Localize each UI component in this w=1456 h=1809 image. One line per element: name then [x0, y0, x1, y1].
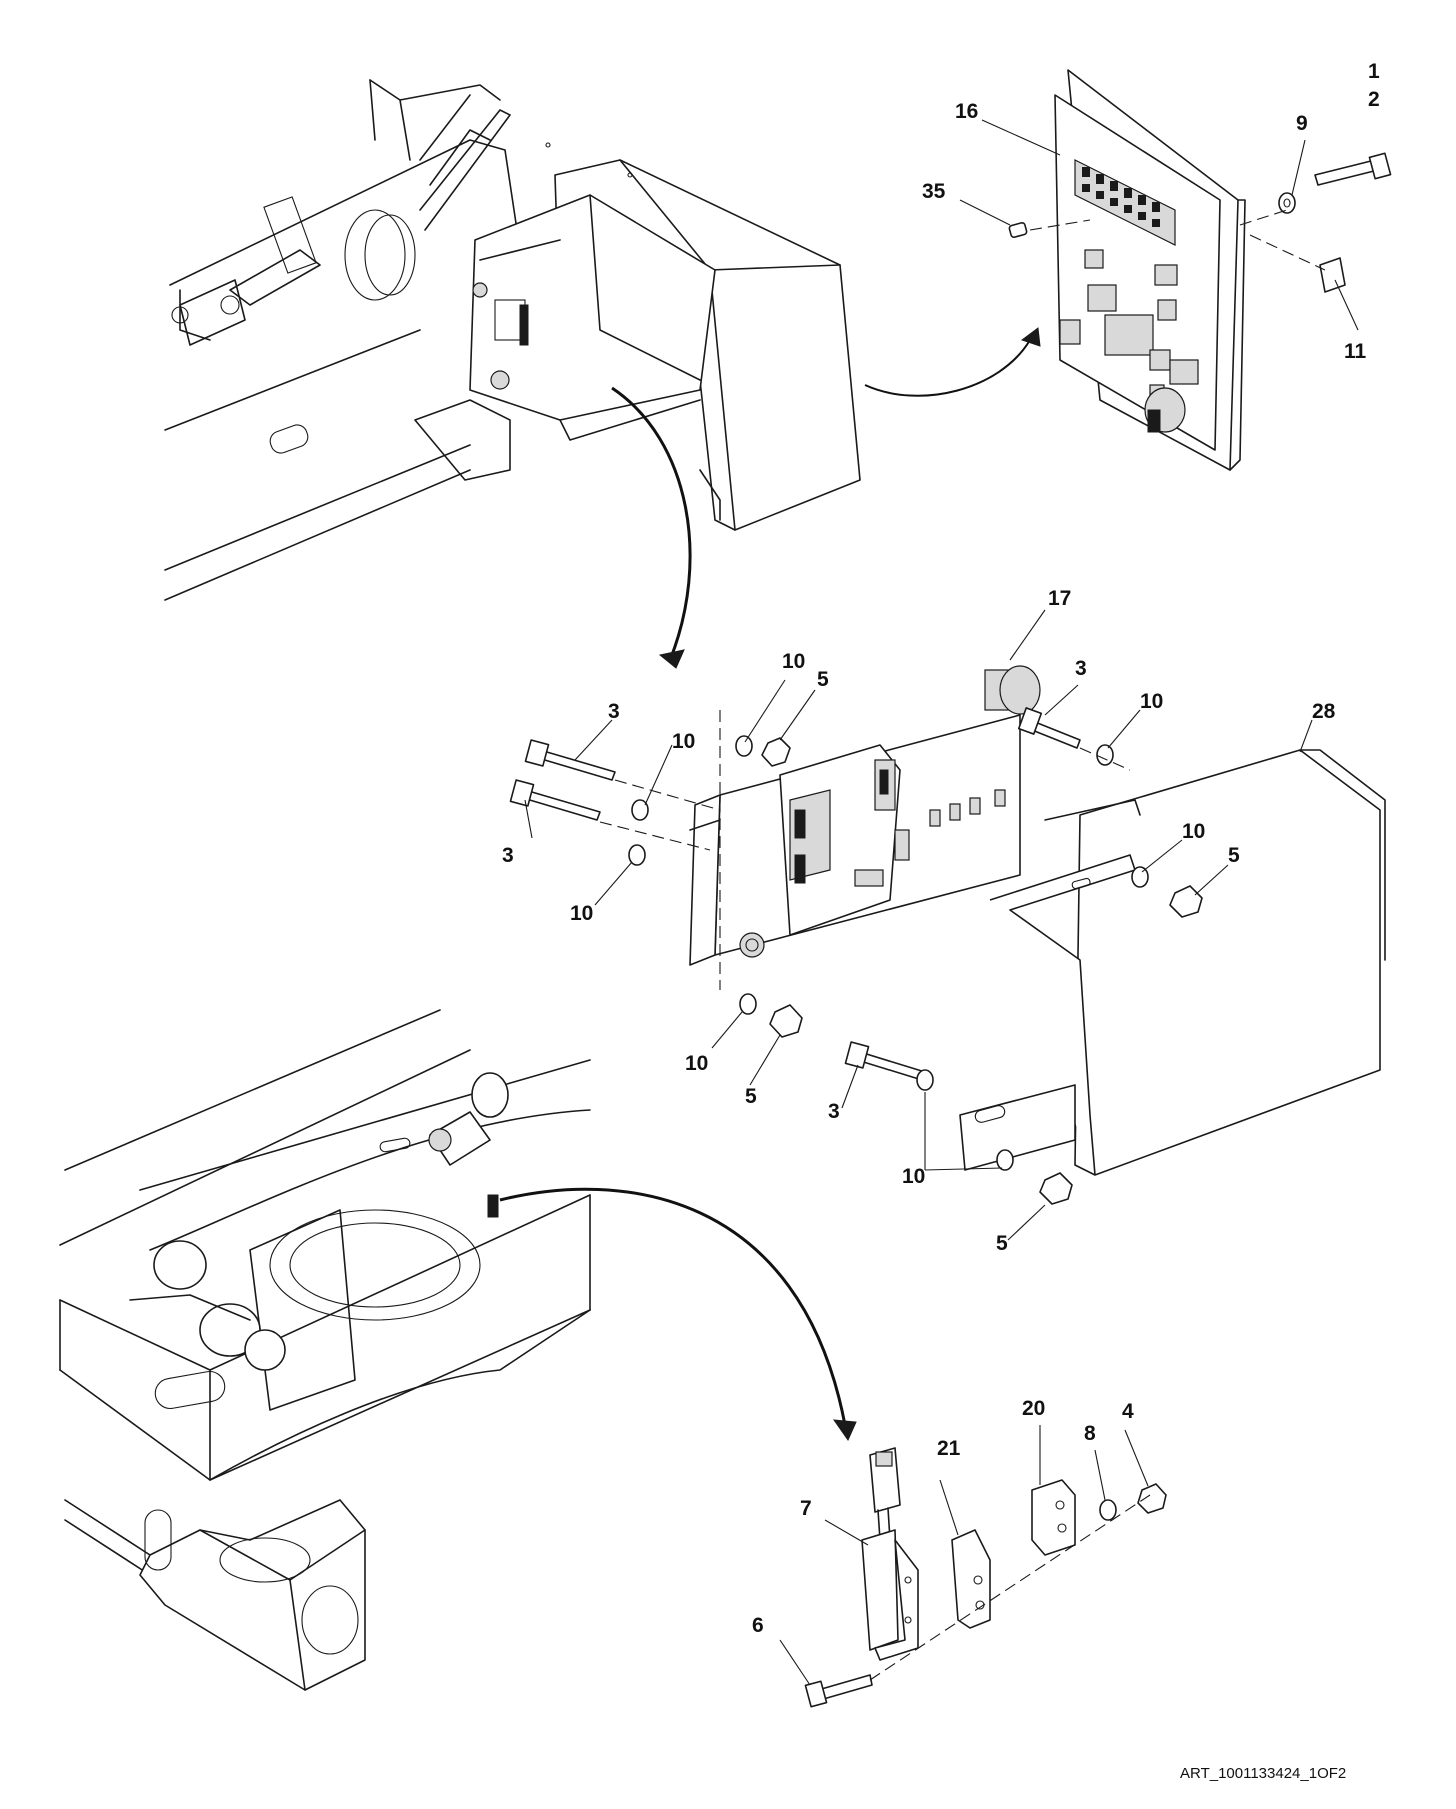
callout-3-d: 3	[828, 1100, 840, 1123]
arrowhead-icon	[658, 649, 685, 669]
callout-1: 1	[1368, 60, 1380, 83]
panel-hardware	[1008, 152, 1392, 293]
curved-arrow-to-panel	[864, 339, 1031, 397]
callout-10-b: 10	[672, 730, 695, 753]
curved-arrow-to-switch	[499, 1187, 847, 1426]
terminal-strip	[1074, 159, 1176, 246]
callout-17: 17	[1048, 587, 1071, 610]
callout-5-c: 5	[745, 1085, 757, 1108]
lower-frame-assembly	[59, 1009, 591, 1691]
callout-20: 20	[1022, 1397, 1045, 1420]
callouts: 1 2 9 16 35 11 17 10 5 3 10 28 3 10 3 10…	[502, 60, 1380, 1637]
callout-7: 7	[800, 1497, 812, 1520]
cover-hardware	[844, 866, 1203, 1205]
callout-5-d: 5	[996, 1232, 1008, 1255]
callout-4: 4	[1122, 1400, 1134, 1423]
leader-lines	[524, 119, 1359, 1686]
board-hardware	[509, 707, 1131, 1038]
callout-10-g: 10	[902, 1165, 925, 1188]
arrowhead-icon	[1020, 327, 1041, 347]
callout-10-d: 10	[570, 902, 593, 925]
callout-5-b: 5	[1228, 844, 1240, 867]
callout-9: 9	[1296, 112, 1308, 135]
curved-arrow-to-board	[611, 386, 692, 661]
callout-10-e: 10	[1182, 820, 1205, 843]
limit-switch-assembly	[804, 1447, 1167, 1708]
circuit-board-17	[689, 665, 1041, 966]
callout-10-f: 10	[685, 1052, 708, 1075]
callout-35: 35	[922, 180, 946, 203]
callout-28: 28	[1312, 700, 1336, 723]
callout-21: 21	[937, 1437, 961, 1460]
callout-6: 6	[752, 1614, 764, 1637]
callout-11: 11	[1344, 340, 1367, 363]
art-id: ART_1001133424_1OF2	[1180, 1765, 1346, 1782]
callout-3-c: 3	[502, 844, 514, 867]
callout-10-c: 10	[1140, 690, 1163, 713]
callout-16: 16	[955, 100, 978, 123]
control-panel-16	[1054, 69, 1246, 471]
upper-chassis-assembly	[164, 79, 861, 601]
cover-28	[959, 749, 1386, 1176]
callout-3-b: 3	[1075, 657, 1087, 680]
arrowhead-icon	[832, 1419, 857, 1442]
callout-5-a: 5	[817, 668, 829, 691]
callout-3-a: 3	[608, 700, 620, 723]
callout-2: 2	[1368, 88, 1380, 111]
callout-8: 8	[1084, 1422, 1096, 1445]
callout-10-a: 10	[782, 650, 805, 673]
